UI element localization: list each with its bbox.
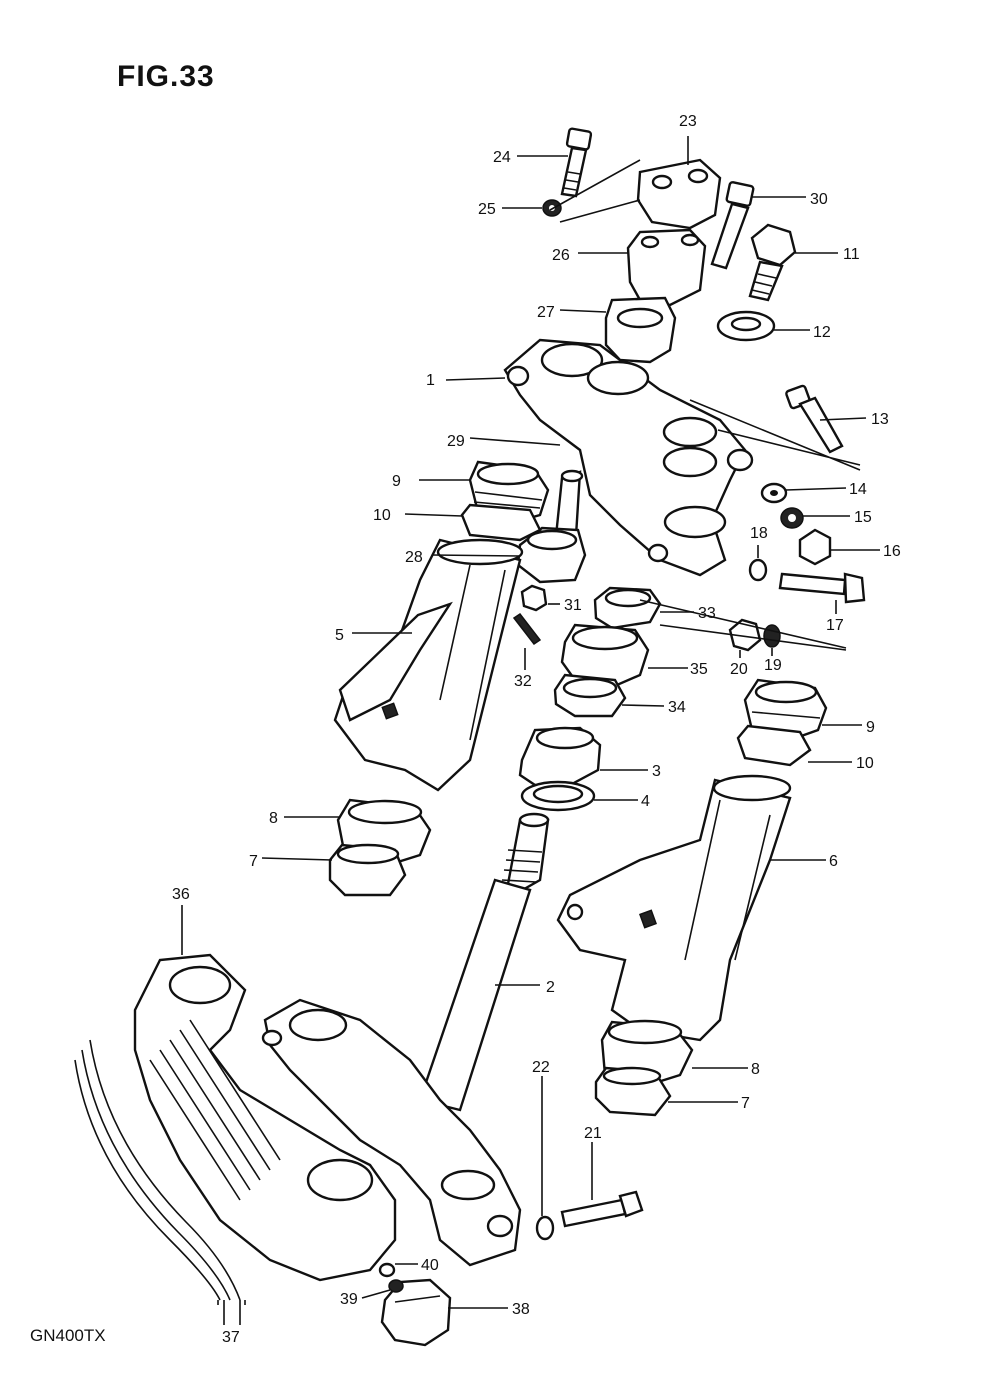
callout-38: 38 (512, 1301, 530, 1318)
washer-22-drawing (535, 1215, 555, 1241)
callout-17: 17 (826, 617, 844, 634)
callout-4: 4 (641, 793, 650, 810)
washer-14-drawing (760, 482, 788, 504)
nut-20-drawing (728, 618, 762, 652)
callout-2: 2 (546, 979, 555, 996)
race-34-drawing (553, 673, 627, 718)
pin-32-drawing (512, 612, 542, 646)
callout-37: 37 (222, 1329, 240, 1346)
callout-12: 12 (813, 324, 831, 341)
steering-stem-2-drawing (261, 812, 550, 1267)
callout-40: 40 (421, 1257, 439, 1274)
callout-31: 31 (564, 597, 582, 614)
callout-23: 23 (679, 113, 697, 130)
oil-seal-7-right-drawing (594, 1066, 672, 1117)
bolt-24-drawing (560, 127, 593, 198)
washer-40-drawing (378, 1262, 396, 1278)
washer-39-drawing (388, 1279, 404, 1293)
callout-34: 34 (668, 699, 686, 716)
dust-seal-9-right-drawing (743, 678, 828, 742)
callout-18: 18 (750, 525, 768, 542)
callout-10-right: 10 (856, 755, 874, 772)
leader-lines (181, 136, 880, 1325)
nut-31-drawing (520, 584, 548, 612)
callout-16: 16 (883, 543, 901, 560)
model-code: GN400TX (30, 1326, 106, 1345)
callout-5: 5 (335, 627, 344, 644)
callout-19: 19 (764, 657, 782, 674)
washer-19-drawing (763, 624, 781, 648)
callout-8-left: 8 (269, 810, 278, 827)
bolt-21-drawing (560, 1190, 644, 1228)
callout-39: 39 (340, 1291, 358, 1308)
cover-36-drawing (133, 953, 397, 1282)
callout-7-left: 7 (249, 853, 258, 870)
bolt-17-drawing (778, 572, 866, 604)
fork-cover-6-drawing (556, 774, 792, 1042)
callout-7-right: 7 (741, 1095, 750, 1112)
callout-29: 29 (447, 433, 465, 450)
washer-18-drawing (748, 558, 768, 582)
callout-33: 33 (698, 605, 716, 622)
cap-38-drawing (380, 1278, 452, 1347)
callout-11: 11 (843, 246, 860, 263)
callout-9-left: 9 (392, 473, 401, 490)
upper-bracket-1-drawing (503, 338, 754, 577)
stem-28-drawing (516, 469, 587, 584)
callout-6: 6 (829, 853, 838, 870)
cap-nut-16-drawing (798, 528, 832, 566)
fork-cover-5-drawing (333, 538, 524, 792)
damper-27-drawing (604, 296, 677, 364)
callout-32: 32 (514, 673, 532, 690)
oil-seal-10-left-drawing (460, 503, 542, 542)
callout-15: 15 (854, 509, 872, 526)
callout-10-left: 10 (373, 507, 391, 524)
callout-36: 36 (172, 886, 190, 903)
oil-seal-7-left-drawing (328, 843, 407, 897)
handlebar-cap-23-drawing (636, 158, 722, 230)
callout-22: 22 (532, 1059, 550, 1076)
bolt-13-drawing (785, 384, 844, 454)
oil-seal-10-right-drawing (736, 724, 812, 767)
bearing-35-drawing (560, 623, 650, 690)
race-4-drawing (520, 780, 596, 812)
callout-24: 24 (493, 149, 511, 166)
callout-35: 35 (690, 661, 708, 678)
callout-8-right: 8 (751, 1061, 760, 1078)
callout-28: 28 (405, 549, 423, 566)
callout-1: 1 (426, 372, 435, 389)
callout-9-right: 9 (866, 719, 875, 736)
callout-labels: 24 25 23 30 11 12 26 27 1 29 13 14 15 16… (172, 113, 901, 1346)
callout-26: 26 (552, 247, 570, 264)
nut-15-drawing (780, 507, 804, 529)
emblem-37-drawing (74, 1039, 246, 1305)
figure-title: FIG.33 (117, 60, 215, 93)
callout-25: 25 (478, 201, 496, 218)
handlebar-holder-26-drawing (626, 228, 707, 307)
callout-30: 30 (810, 191, 828, 208)
callout-21: 21 (584, 1125, 602, 1142)
bearing-3-drawing (518, 726, 602, 787)
bolt-11-drawing (748, 223, 797, 302)
callout-13: 13 (871, 411, 889, 428)
washer-12-drawing (716, 310, 776, 342)
callout-20: 20 (730, 661, 748, 678)
bolt-30-drawing (710, 181, 755, 270)
callout-14: 14 (849, 481, 867, 498)
callout-27: 27 (537, 304, 555, 321)
steering-nut-33-drawing (593, 586, 662, 630)
callout-3: 3 (652, 763, 661, 780)
